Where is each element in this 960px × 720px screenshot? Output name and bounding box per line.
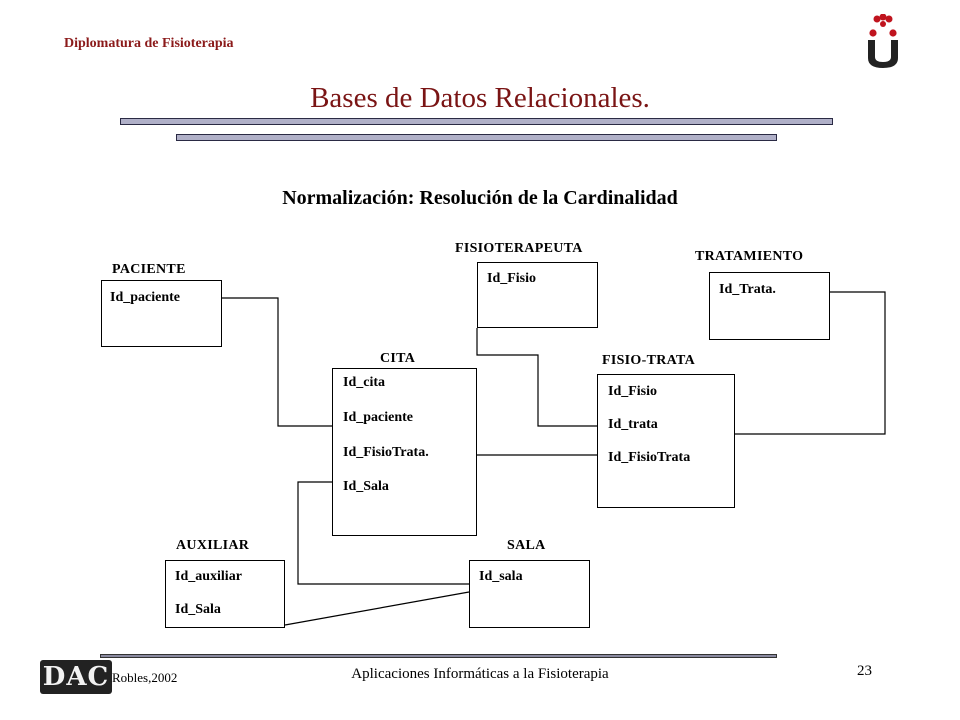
attribute: Id_Sala bbox=[175, 602, 221, 617]
entity-label-fisio-trata: FISIO-TRATA bbox=[602, 353, 696, 368]
title-underline-top bbox=[120, 118, 833, 125]
footer-divider bbox=[100, 654, 777, 658]
attribute: Id_paciente bbox=[110, 290, 180, 305]
attribute: Id_cita bbox=[343, 375, 385, 390]
link-paciente-cita bbox=[222, 297, 332, 427]
attribute: Id_Fisio bbox=[608, 384, 658, 399]
attribute: Id_Fisio bbox=[487, 271, 537, 286]
university-logo-icon bbox=[868, 14, 898, 68]
attribute: Id_trata bbox=[608, 417, 658, 432]
footer-course: Aplicaciones Informáticas a la Fisiotera… bbox=[351, 666, 609, 682]
title-underline-bottom bbox=[176, 134, 777, 141]
entity-label-tratamiento: TRATAMIENTO bbox=[695, 249, 804, 264]
attribute: Id_FisioTrata bbox=[608, 450, 691, 465]
entity-label-paciente: PACIENTE bbox=[112, 262, 186, 277]
link-fisio-fisiotrata bbox=[476, 328, 597, 427]
school-name: Diplomatura de Fisioterapia bbox=[64, 36, 234, 51]
attribute: Id_sala bbox=[479, 569, 523, 584]
dac-logo-icon: DAC bbox=[40, 660, 112, 694]
entity-label-auxiliar: AUXILIAR bbox=[176, 538, 250, 553]
diagram-subtitle: Normalización: Resolución de la Cardinal… bbox=[282, 187, 678, 209]
link-cita-sala bbox=[297, 481, 469, 585]
attribute: Id_Sala bbox=[343, 479, 389, 494]
page-number: 23 bbox=[857, 663, 872, 679]
entity-box-tratamiento: Id_Trata. bbox=[709, 272, 830, 340]
attribute: Id_paciente bbox=[343, 410, 413, 425]
attribute: Id_Trata. bbox=[719, 282, 776, 297]
entity-label-sala: SALA bbox=[507, 538, 546, 553]
entity-label-fisioterapeuta: FISIOTERAPEUTA bbox=[455, 241, 583, 256]
link-auxiliar-sala bbox=[284, 591, 470, 626]
link-tratamiento-fisiotrata bbox=[735, 291, 886, 435]
entity-box-sala: Id_sala bbox=[469, 560, 590, 628]
footer-author: Robles,2002 bbox=[112, 670, 178, 685]
entity-label-cita: CITA bbox=[380, 351, 416, 366]
entity-box-fisio-trata: Id_Fisio Id_trata Id_FisioTrata bbox=[597, 374, 735, 508]
dac-logo-text: DAC bbox=[42, 662, 110, 692]
entity-box-auxiliar: Id_auxiliar Id_Sala bbox=[165, 560, 285, 628]
attribute: Id_FisioTrata. bbox=[343, 445, 429, 460]
attribute: Id_auxiliar bbox=[175, 569, 242, 584]
entity-box-fisioterapeuta: Id_Fisio bbox=[477, 262, 598, 328]
entity-box-cita: Id_cita Id_paciente Id_FisioTrata. Id_Sa… bbox=[332, 368, 477, 536]
entity-box-paciente: Id_paciente bbox=[101, 280, 222, 347]
slide-title: Bases de Datos Relacionales. bbox=[310, 82, 650, 114]
